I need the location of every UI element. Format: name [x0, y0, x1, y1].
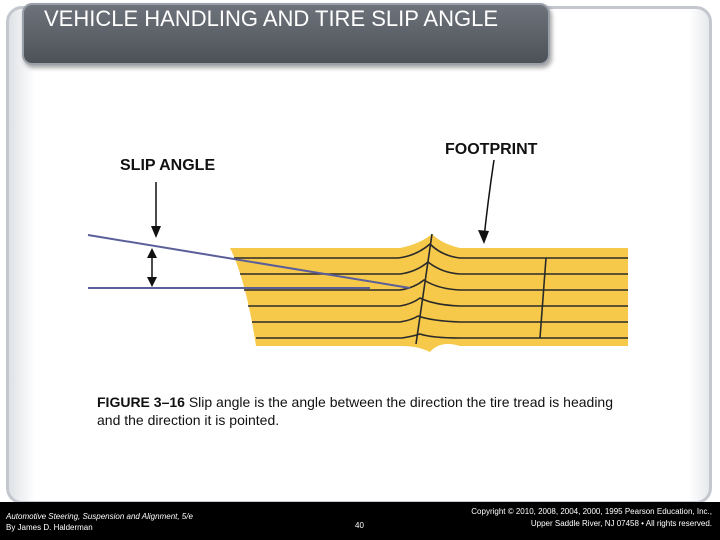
slip-angle-arrow	[147, 182, 161, 287]
figure-number: FIGURE 3–16	[97, 394, 185, 410]
copyright-line-2: Upper Saddle River, NJ 07458 • All right…	[530, 519, 712, 528]
slide-footer: Automotive Steering, Suspension and Alig…	[0, 502, 720, 540]
footprint-label: FOOTPRINT	[445, 141, 538, 158]
page-number: 40	[355, 521, 364, 530]
footer-book-info: Automotive Steering, Suspension and Alig…	[6, 511, 193, 533]
title-banner	[22, 3, 550, 65]
heading-direction-line	[87, 234, 411, 289]
slide-title: VEHICLE HANDLING AND TIRE SLIP ANGLE	[44, 6, 499, 31]
footprint-arrow	[478, 159, 495, 244]
tread-grooves	[234, 233, 628, 345]
slip-angle-diagram: SLIP ANGLE FOOTPRINT	[87, 141, 628, 352]
book-title: Automotive Steering, Suspension and Alig…	[6, 512, 193, 521]
figure-caption: FIGURE 3–16 Slip angle is the angle betw…	[97, 393, 637, 429]
caption-text: Slip angle is the angle between the dire…	[97, 394, 613, 428]
copyright-line-1: Copyright © 2010, 2008, 2004, 2000, 1995…	[471, 507, 712, 516]
slip-angle-label: SLIP ANGLE	[120, 157, 215, 174]
book-author: By James D. Halderman	[6, 523, 93, 532]
copyright: Copyright © 2010, 2008, 2004, 2000, 1995…	[412, 506, 712, 530]
